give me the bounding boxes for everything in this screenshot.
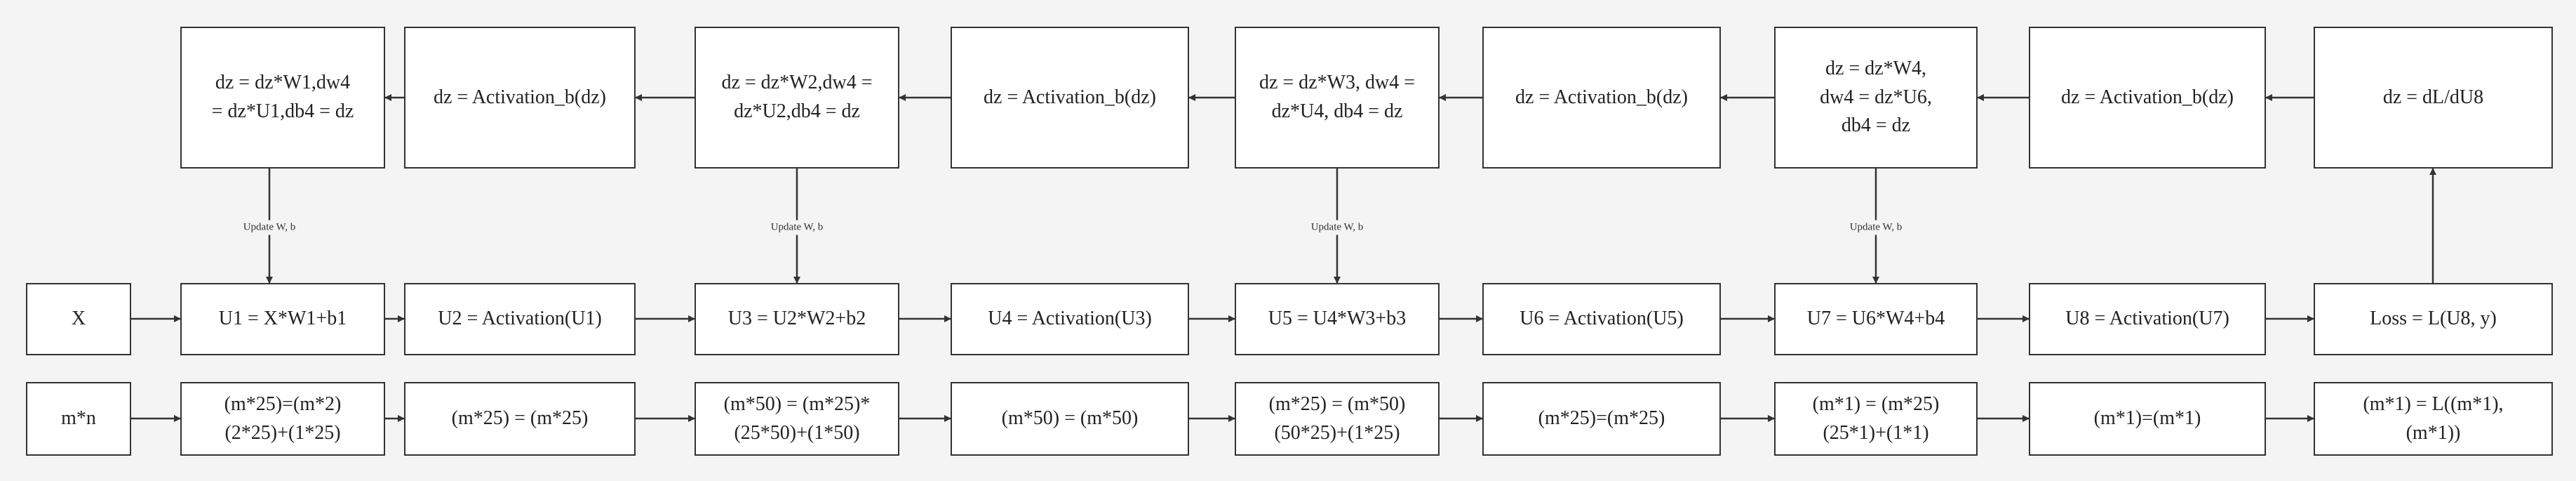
grad-node-1-text: dz = dz*W1,dw4 = dz*U1,db4 = dz	[211, 72, 354, 122]
forward-node-7: U7 = U6*W4+b4	[1774, 283, 1978, 355]
forward-node-8-text: U8 = Activation(U7)	[2065, 308, 2229, 330]
forward-node-4: U4 = Activation(U3)	[951, 283, 1189, 355]
grad-node-5: dz = dz*W3, dw4 = dz*U4, db4 = dz	[1235, 27, 1440, 169]
shape-node-5: (m*25) = (m*50) (50*25)+(1*25)	[1235, 382, 1440, 456]
grad-node-8-text: dz = Activation_b(dz)	[2061, 86, 2234, 108]
shape-node-3: (m*50) = (m*25)* (25*50)+(1*50)	[695, 382, 899, 456]
shape-node-0-text: m*n	[61, 407, 96, 430]
grad-node-3-text: dz = dz*W2,dw4 = dz*U2,db4 = dz	[721, 72, 873, 122]
forward-node-4-text: U4 = Activation(U3)	[988, 308, 1152, 330]
forward-node-5-text: U5 = U4*W3+b3	[1268, 308, 1407, 330]
shape-node-6: (m*25)=(m*25)	[1482, 382, 1721, 456]
grad-node-8: dz = Activation_b(dz)	[2029, 27, 2266, 169]
forward-node-1: U1 = X*W1+b1	[180, 283, 385, 355]
shape-node-2: (m*25) = (m*25)	[404, 382, 636, 456]
forward-node-6: U6 = Activation(U5)	[1482, 283, 1721, 355]
shape-node-5-text: (m*25) = (m*50) (50*25)+(1*25)	[1268, 393, 1406, 444]
shape-node-4: (m*50) = (m*50)	[951, 382, 1189, 456]
forward-node-9: Loss = L(U8, y)	[2314, 283, 2553, 355]
edge-label-update-3: Update W, b	[767, 220, 826, 235]
forward-node-3: U3 = U2*W2+b2	[695, 283, 899, 355]
grad-node-6-text: dz = Activation_b(dz)	[1515, 86, 1688, 108]
grad-node-7: dz = dz*W4, dw4 = dz*U6, db4 = dz	[1774, 27, 1978, 169]
edge-label-update-7: Update W, b	[1846, 220, 1905, 235]
grad-node-4: dz = Activation_b(dz)	[951, 27, 1189, 169]
forward-node-7-text: U7 = U6*W4+b4	[1806, 308, 1945, 330]
forward-node-6-text: U6 = Activation(U5)	[1520, 308, 1684, 330]
shape-node-6-text: (m*25)=(m*25)	[1538, 407, 1665, 430]
grad-node-6: dz = Activation_b(dz)	[1482, 27, 1721, 169]
forward-node-5: U5 = U4*W3+b3	[1235, 283, 1440, 355]
shape-node-9: (m*1) = L((m*1), (m*1))	[2314, 382, 2553, 456]
shape-node-7: (m*1) = (m*25) (25*1)+(1*1)	[1774, 382, 1978, 456]
shape-node-1-text: (m*25)=(m*2) (2*25)+(1*25)	[224, 393, 342, 444]
forward-node-2: U2 = Activation(U1)	[404, 283, 636, 355]
shape-node-4-text: (m*50) = (m*50)	[1001, 407, 1139, 430]
shape-node-2-text: (m*25) = (m*25)	[451, 407, 589, 430]
forward-node-3-text: U3 = U2*W2+b2	[727, 308, 866, 330]
forward-node-0-text: X	[71, 308, 86, 330]
shape-node-9-text: (m*1) = L((m*1), (m*1))	[2363, 393, 2504, 444]
grad-node-9-text: dz = dL/dU8	[2382, 86, 2484, 108]
shape-node-1: (m*25)=(m*2) (2*25)+(1*25)	[180, 382, 385, 456]
forward-node-8: U8 = Activation(U7)	[2029, 283, 2266, 355]
forward-node-9-text: Loss = L(U8, y)	[2370, 308, 2497, 330]
grad-node-1: dz = dz*W1,dw4 = dz*U1,db4 = dz	[180, 27, 385, 169]
shape-node-8: (m*1)=(m*1)	[2029, 382, 2266, 456]
shape-node-0: m*n	[26, 382, 131, 456]
forward-node-2-text: U2 = Activation(U1)	[438, 308, 602, 330]
shape-node-7-text: (m*1) = (m*25) (25*1)+(1*1)	[1812, 393, 1940, 444]
forward-node-0: X	[26, 283, 131, 355]
grad-node-3: dz = dz*W2,dw4 = dz*U2,db4 = dz	[695, 27, 899, 169]
grad-node-4-text: dz = Activation_b(dz)	[984, 86, 1156, 108]
shape-node-3-text: (m*50) = (m*25)* (25*50)+(1*50)	[723, 393, 871, 444]
shape-node-8-text: (m*1)=(m*1)	[2093, 407, 2201, 430]
grad-node-5-text: dz = dz*W3, dw4 = dz*U4, db4 = dz	[1259, 72, 1416, 122]
edge-label-update-1: Update W, b	[240, 220, 299, 235]
grad-node-7-text: dz = dz*W4, dw4 = dz*U6, db4 = dz	[1820, 58, 1932, 137]
forward-node-1-text: U1 = X*W1+b1	[218, 308, 347, 330]
grad-node-9: dz = dL/dU8	[2314, 27, 2553, 169]
grad-node-2-text: dz = Activation_b(dz)	[434, 86, 606, 108]
grad-node-2: dz = Activation_b(dz)	[404, 27, 636, 169]
edge-label-update-5: Update W, b	[1308, 220, 1367, 235]
